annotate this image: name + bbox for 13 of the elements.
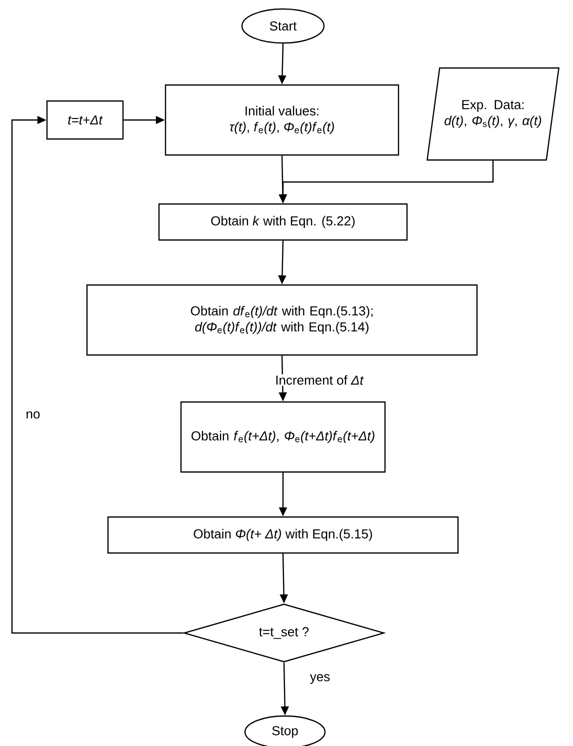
arrow xyxy=(11,116,184,634)
edge-label: yes xyxy=(310,674,330,684)
process-box: Obtain f$_{e}$(t+Δt), Φ$_{e}$(t+Δt)f$_{e}$(t+Δt) xyxy=(180,401,386,473)
process-box: Obtain df$_{e}$(t)/dt with Eqn.(5.13); d(Φ$_{e}$(t)f$_{e}$(t))/dt with Eqn.(5.14) xyxy=(86,284,478,356)
data-parallelogram: Exp. Data: d(t), Φ$_{s}$(t), γ, α(t) xyxy=(426,67,560,161)
process-box: Initial values: τ(t), f$_{e}$(t), Φ$_{e}$(t)f$_{e}$(t) xyxy=(164,84,400,156)
start-terminal: Start xyxy=(241,8,325,44)
edge-label: no xyxy=(26,411,40,419)
process-box: Obtain k with Eqn. (5.22) xyxy=(158,203,408,241)
process-box: Obtain Φ(t+ Δt) with Eqn.(5.15) xyxy=(107,516,459,554)
stop-terminal: Stop xyxy=(244,715,326,746)
edge-label: Increment of Δt xyxy=(276,375,364,385)
process-box: t=t+Δt xyxy=(46,100,124,140)
